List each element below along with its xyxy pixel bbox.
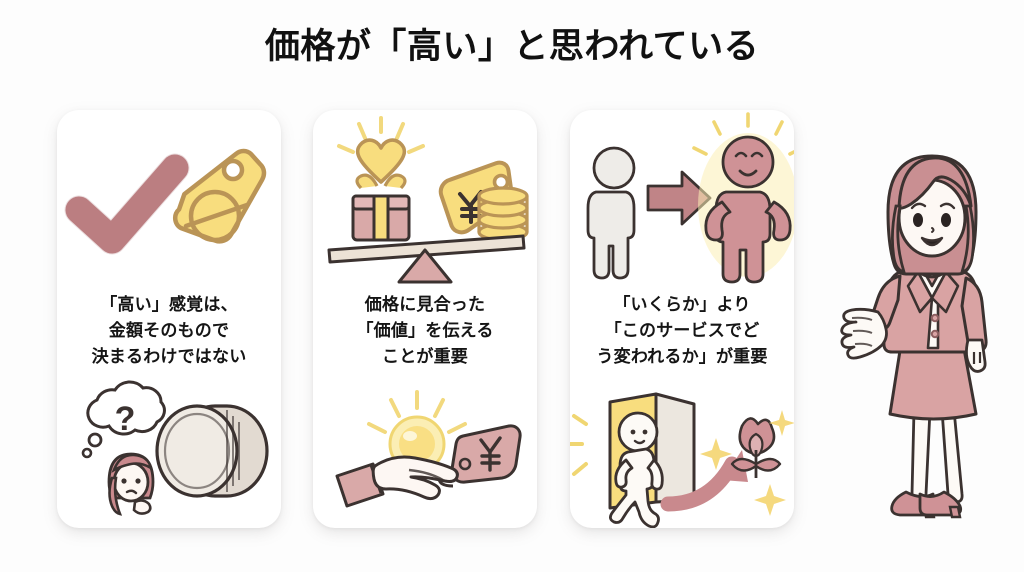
coin-symbol-icon: [183, 189, 250, 243]
shoes-icon: [890, 490, 963, 519]
person-transformation-illustration: [570, 110, 794, 285]
legs: [910, 408, 964, 504]
right-arm: [960, 276, 988, 373]
thought-bubble-icon: ?: [81, 380, 166, 459]
yen-symbol-icon: [458, 190, 483, 224]
coin-stack-icon: [477, 186, 529, 242]
question-mark-icon: ?: [115, 400, 136, 438]
left-arm-gesture: [840, 274, 902, 360]
eyebrow-left: [910, 202, 927, 210]
flower-icon: [730, 417, 782, 478]
open-hand-icon: [840, 307, 888, 360]
confidence-rays-icon: [692, 112, 794, 156]
jacket-button: [930, 313, 940, 323]
hair-side-left: [891, 204, 907, 274]
gift-box-icon: [351, 173, 411, 242]
card-communicate-value[interactable]: 価格に見合った 「価値」を伝える ことが重要: [313, 110, 537, 528]
person-walking-through-door-illustration: [570, 382, 794, 528]
walking-person-icon: [609, 411, 664, 528]
card-caption: 「高い」感覚は、 金額そのもので 決まるわけではない: [91, 295, 247, 366]
puzzled-person-and-coin-illustration: ?: [57, 380, 281, 522]
sparkle-icon: [700, 410, 794, 516]
light-rays-icon: [367, 390, 467, 434]
door-rays-icon: [570, 414, 588, 476]
hair-bangs: [897, 156, 973, 210]
check-icon: [64, 153, 190, 255]
card-price-perception[interactable]: 「高い」感覚は、 金額そのもので 決まるわけではない ?: [57, 110, 281, 528]
heart-sparkle-rays-icon: [337, 116, 425, 154]
presenter-woman: [838, 152, 1024, 552]
hand-icon: [335, 455, 459, 508]
card-caption: 「いくらか」より 「このサービスでど う変われるか」が重要: [596, 295, 768, 366]
hair-side-right: [959, 204, 975, 274]
large-coin-icon: [155, 404, 269, 498]
glowing-confident-person-icon: [704, 135, 792, 284]
card-transformation-value[interactable]: 「いくらか」より 「このサービスでど う変われるか」が重要: [570, 110, 794, 528]
plain-person-icon: [586, 146, 636, 280]
mouth-smiling: [920, 236, 944, 247]
price-tag-icon: [173, 148, 267, 244]
card-caption: 価格に見合った 「価値」を伝える ことが重要: [356, 295, 494, 366]
nose: [931, 227, 935, 233]
eye-right: [941, 213, 951, 227]
seesaw-icon: [327, 234, 526, 284]
skirt: [888, 336, 978, 421]
eye-left: [913, 213, 923, 227]
balance-scale-illustration: [313, 110, 537, 285]
page-title: 価格が「高い」と思われている: [264, 27, 760, 66]
yen-symbol-icon: [479, 436, 502, 472]
hand-with-idea-light-illustration: [313, 382, 537, 522]
tag-hole-icon: [221, 158, 245, 182]
jacket-button: [930, 329, 940, 339]
checkmark-and-price-tag-illustration: [57, 110, 281, 285]
eyebrow-right: [939, 202, 956, 210]
arrow-right-icon: [646, 170, 712, 226]
heart-icon: [355, 138, 407, 184]
person-thinking-icon: [107, 452, 155, 516]
